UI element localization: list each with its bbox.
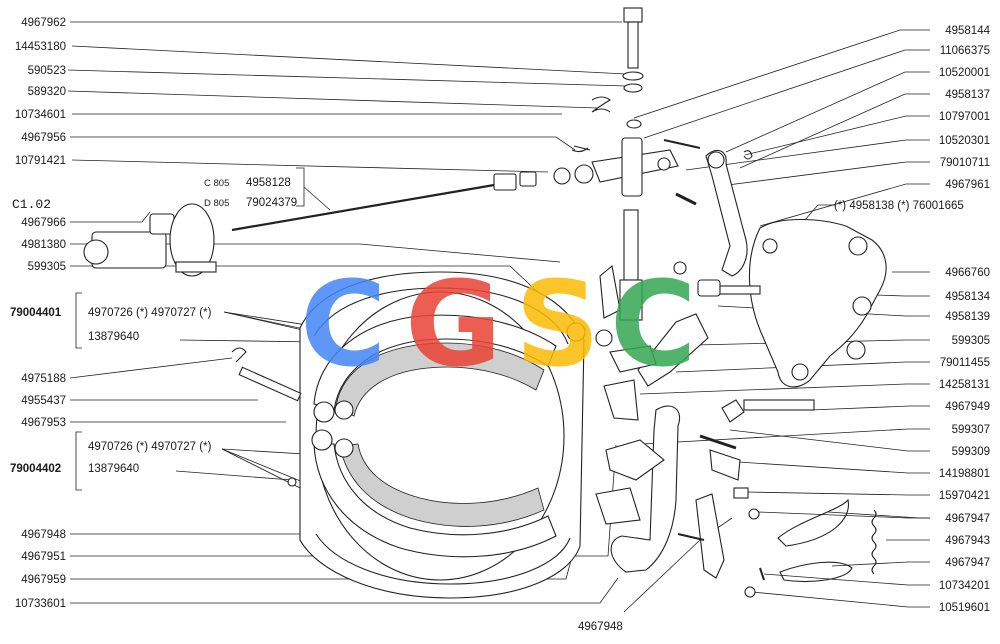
part-label: 14198801 xyxy=(939,468,990,480)
part-label: 4967943 xyxy=(945,535,990,547)
part-label: 599305 xyxy=(952,335,990,347)
rod-variant-d-part: 79024379 xyxy=(246,197,297,209)
part-label: 4958139 xyxy=(945,311,990,323)
part-label: 10733601 xyxy=(15,598,66,610)
rod-variant-c-part: 4958128 xyxy=(246,177,291,189)
mounting-bracket xyxy=(748,218,887,388)
part-label: 4967948 xyxy=(21,529,66,541)
part-label: 10520301 xyxy=(939,135,990,147)
rod-variant-d-label: D 805 xyxy=(204,198,229,209)
part-label: 4975188 xyxy=(21,373,66,385)
brake-cylinder xyxy=(83,203,217,277)
diagram-code: C1.02 xyxy=(12,197,51,212)
linkage xyxy=(566,261,761,421)
part-label: 589320 xyxy=(28,86,66,98)
part-label: 599307 xyxy=(952,424,990,436)
part-label: 14258131 xyxy=(939,379,990,391)
part-label: 15970421 xyxy=(939,490,990,502)
left-small-parts xyxy=(231,347,302,487)
part-label: 10797001 xyxy=(939,111,990,123)
part-label: 11066375 xyxy=(940,45,990,57)
special-part-label: (*) 4958138 (*) 76001665 xyxy=(834,200,964,212)
part-label: 4958134 xyxy=(945,291,990,303)
part-label: 4967951 xyxy=(21,551,66,563)
watermark-letter-3: S xyxy=(515,255,600,393)
lower-rivet-label: 13879640 xyxy=(88,463,139,475)
part-label: 10734601 xyxy=(15,109,66,121)
retaining-springs xyxy=(777,498,877,583)
actuating-rod xyxy=(231,164,594,232)
part-label: 4967961 xyxy=(945,179,990,191)
part-label: 4967947 xyxy=(945,513,990,525)
upper-rivet-label: 13879640 xyxy=(88,331,139,343)
part-label: 79011455 xyxy=(940,357,990,369)
lower-shoe-group: 79004402 4970726 (*) 4970727 (*) 1387964… xyxy=(10,441,212,475)
rod-variants: C 805 4958128 D 805 79024379 xyxy=(204,177,297,209)
part-label: 4967947 xyxy=(945,557,990,569)
upper-brake-shoe xyxy=(313,314,557,423)
watermark-letter-2: G xyxy=(405,255,502,393)
part-label: 599305 xyxy=(28,261,66,273)
part-label: 4958137 xyxy=(945,89,990,101)
upper-shoe-group: 79004401 4970726 (*) 4970727 (*) 1387964… xyxy=(10,307,212,343)
part-label: 4967962 xyxy=(21,17,66,29)
part-label: 590523 xyxy=(28,65,66,77)
part-label: 4967959 xyxy=(21,574,66,586)
part-label: 4955437 xyxy=(21,395,66,407)
upper-linings-label: 4970726 (*) 4970727 (*) xyxy=(88,307,212,319)
part-label: 4967949 xyxy=(945,401,990,413)
part-label: 599309 xyxy=(952,446,990,458)
expander-lever xyxy=(595,405,725,579)
part-label: 4966760 xyxy=(945,267,990,279)
part-label: 4967956 xyxy=(21,132,66,144)
part-label: 4958144 xyxy=(945,25,990,37)
part-label: 4967953 xyxy=(21,417,66,429)
part-label: 4981380 xyxy=(21,239,66,251)
lower-assembly-number: 79004402 xyxy=(10,463,61,475)
part-label: 10520001 xyxy=(939,67,990,79)
bottom-part-label: 4967948 xyxy=(578,621,623,633)
part-label: 4967966 xyxy=(21,217,66,229)
watermark-letter-4: C xyxy=(610,255,697,393)
part-label: 14453180 xyxy=(15,41,66,53)
part-label: 10519601 xyxy=(939,602,990,614)
right-part-labels: 4958144 11066375 10520001 4958137 10797001 10… xyxy=(939,25,991,614)
part-label: 79010711 xyxy=(940,157,990,169)
vertical-bolt-assembly xyxy=(571,7,644,153)
watermark-letter-1: C xyxy=(300,255,387,393)
part-label: 10791421 xyxy=(15,155,66,167)
lever-bracket xyxy=(591,137,697,321)
lower-brake-shoe xyxy=(311,429,557,558)
part-label: 10734201 xyxy=(939,580,990,592)
bolt-and-pins xyxy=(699,399,815,598)
watermark: C G S C xyxy=(300,255,697,393)
left-part-labels: 4967962 14453180 590523 589320 10734601 49679… xyxy=(15,17,66,610)
upper-assembly-number: 79004401 xyxy=(10,307,62,319)
rod-variant-c-label: C 805 xyxy=(204,178,229,189)
cam-lever xyxy=(663,139,753,277)
lower-linings-label: 4970726 (*) 4970727 (*) xyxy=(88,441,212,453)
